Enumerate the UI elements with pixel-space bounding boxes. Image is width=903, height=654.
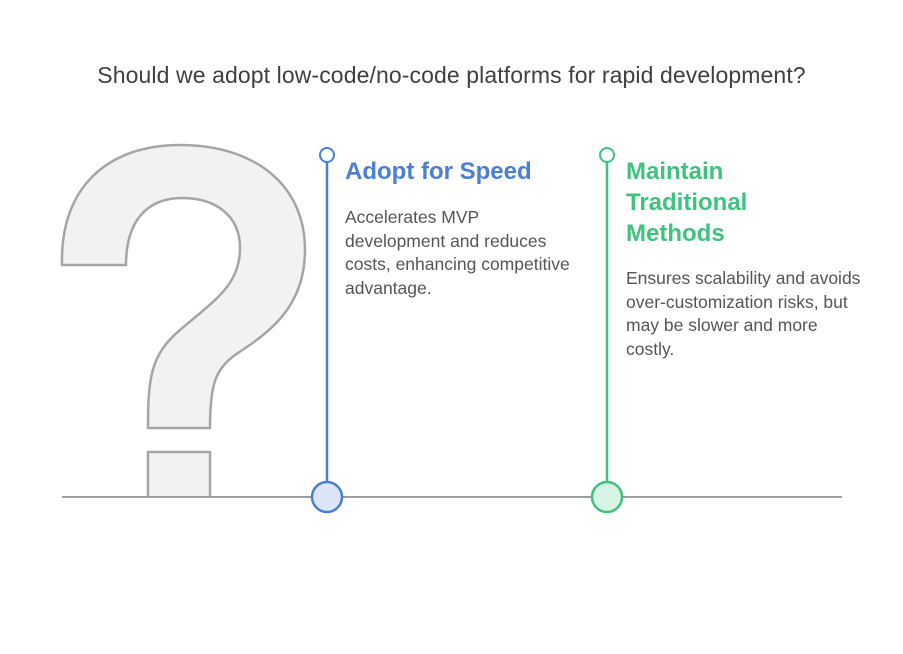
option-2-marker bbox=[590, 147, 624, 514]
option-1-marker bbox=[310, 147, 344, 514]
option-2-title: Maintain Traditional Methods bbox=[626, 158, 748, 247]
option-2-description: Ensures scalability and avoids over-cust… bbox=[626, 268, 861, 359]
question-mark-icon bbox=[60, 143, 307, 497]
option-1-description: Accelerates MVP development and reduces … bbox=[345, 207, 570, 298]
diagram-title: Should we adopt low-code/no-code platfor… bbox=[97, 62, 806, 88]
option-1-title: Adopt for Speed bbox=[345, 158, 532, 185]
